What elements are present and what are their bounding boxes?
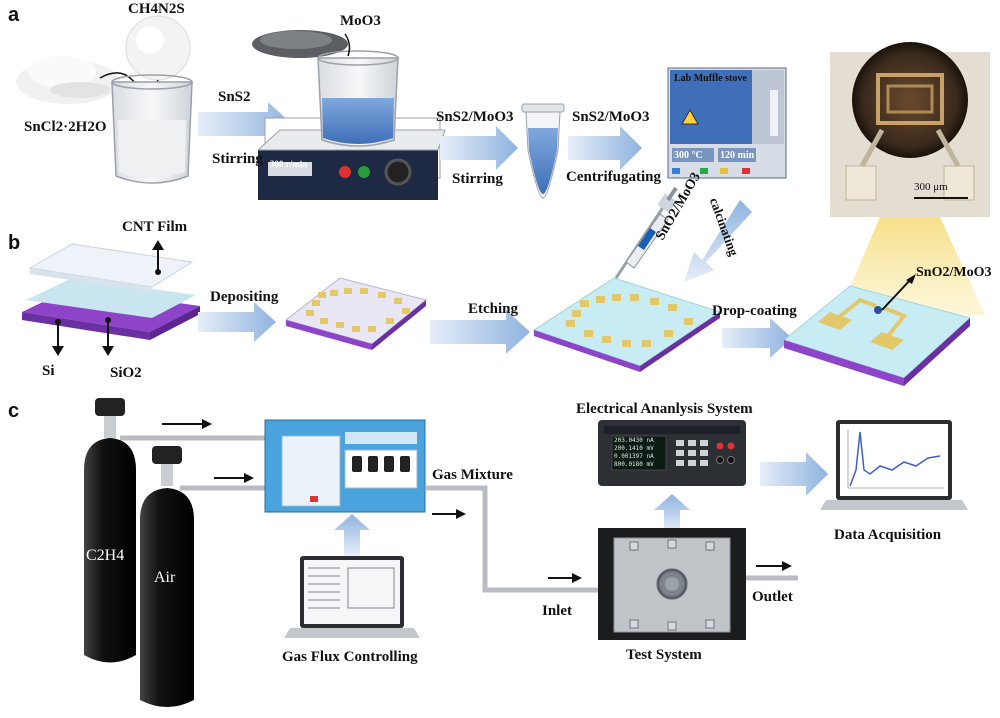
- step2-action-label: Stirring: [452, 171, 503, 187]
- zoom-beam: [838, 217, 985, 315]
- final-material-label: SnO2/MoO3: [916, 265, 992, 280]
- panel-letter-a: a: [8, 4, 20, 26]
- stirrer-icon: [252, 30, 446, 200]
- beaker-icon: [111, 74, 193, 184]
- test-chamber-icon: [598, 528, 746, 640]
- analysis-system-label: Electrical Ananlysis System: [576, 401, 753, 417]
- cnt-film-label: CNT Film: [122, 219, 188, 235]
- reagent-sphere-icon: [125, 15, 191, 81]
- stirrer-display: 300 r/min: [270, 159, 308, 169]
- depositing-label: Depositing: [210, 289, 279, 305]
- sensor-chip-icon: [782, 285, 972, 386]
- inlet-label: Inlet: [542, 603, 572, 619]
- meter-reading-4: 800.0180 mV: [614, 461, 654, 468]
- calcinating-arrow: [684, 200, 752, 282]
- gas-cylinder-icon: [84, 398, 136, 663]
- gas-mixer-icon: [264, 419, 426, 513]
- laptop-icon: [284, 556, 420, 638]
- furnace-temperature: 300 °C: [674, 150, 703, 161]
- pipette-icon: [614, 186, 678, 279]
- outlet-label: Outlet: [752, 589, 793, 605]
- gas-cylinder-icon: [140, 446, 194, 707]
- gas-flux-label: Gas Flux Controlling: [282, 649, 418, 665]
- test-system-label: Test System: [626, 647, 702, 663]
- step1-product-label: SnS2: [218, 89, 251, 105]
- additive-label: MoO3: [340, 13, 381, 29]
- panel-letter-c: c: [8, 400, 20, 422]
- tube-icon: [521, 103, 565, 199]
- step3-action-label: Centrifugating: [566, 169, 661, 185]
- gas-mixture-label: Gas Mixture: [432, 467, 513, 483]
- scale-bar-label: 300 μm: [914, 181, 948, 193]
- drop-coating-label: Drop-coating: [712, 303, 797, 319]
- source-meter-icon: [598, 420, 746, 486]
- step2-product-label: SnS2/MoO3: [436, 109, 514, 125]
- gas-air-label: Air: [154, 569, 176, 586]
- etched-chip-icon: [532, 277, 722, 372]
- micrograph-image: [830, 42, 990, 217]
- meter-reading-3: 0.001397 nA: [614, 453, 654, 460]
- beaker-icon: [317, 50, 399, 147]
- furnace-icon: [667, 67, 787, 179]
- meter-reading-2: 200.1410 mV: [614, 445, 654, 452]
- panel-letter-b: b: [8, 232, 21, 254]
- si-label: Si: [42, 363, 55, 379]
- substrate-stack-icon: [22, 243, 200, 340]
- furnace-title: Lab Muffle stove: [674, 73, 747, 84]
- electrode-chip-icon: [284, 277, 428, 350]
- gas-ethylene-label: C2H4: [86, 547, 125, 564]
- reagent-sphere-label: CH4N2S: [128, 1, 185, 17]
- meter-reading-1: 203.0430 nA: [614, 437, 654, 444]
- powder-icon: [16, 56, 120, 104]
- etching-label: Etching: [468, 301, 519, 317]
- laptop-icon: [820, 420, 968, 510]
- data-acquisition-label: Data Acquisition: [834, 527, 942, 543]
- furnace-time: 120 min: [720, 150, 755, 161]
- step3-product-label: SnS2/MoO3: [572, 109, 650, 125]
- reagent-powder-label: SnCl2·2H2O: [24, 119, 107, 135]
- step1-action-label: Stirring: [212, 151, 263, 167]
- sio2-label: SiO2: [110, 365, 142, 381]
